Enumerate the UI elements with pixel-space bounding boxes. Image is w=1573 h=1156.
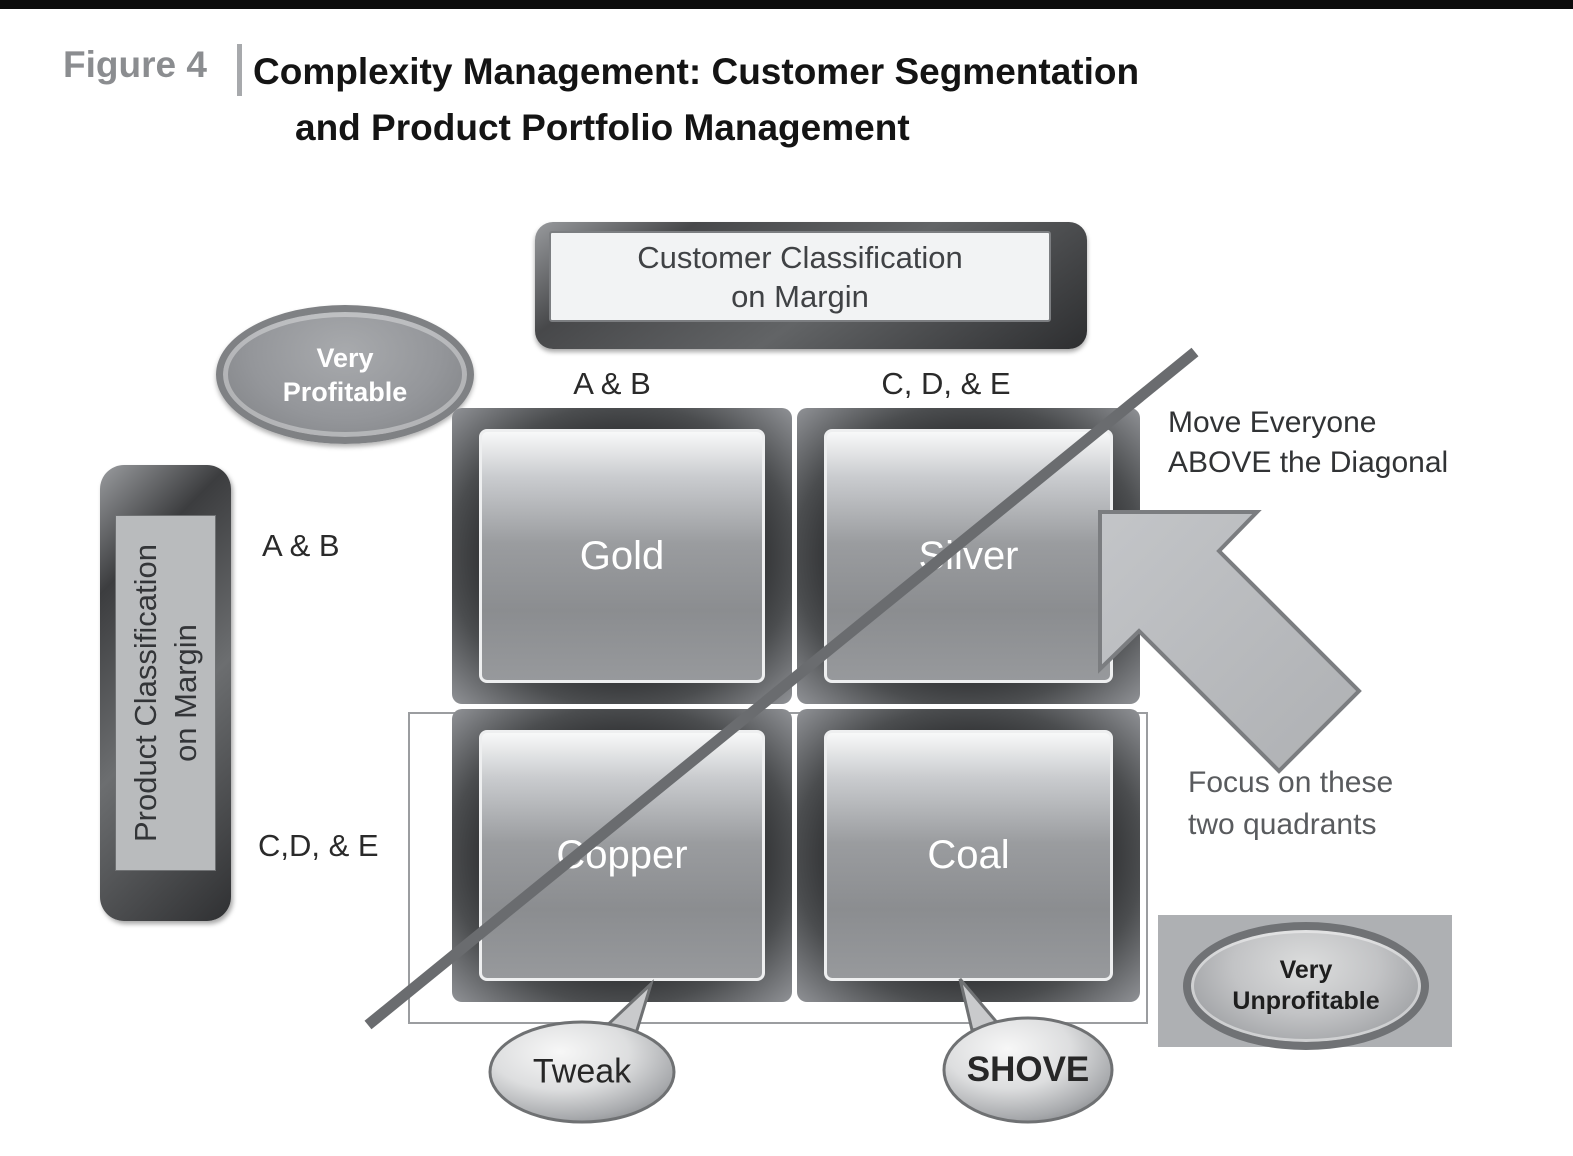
very-profitable-line1: Very	[316, 342, 374, 373]
column-label-ab: A & B	[573, 366, 651, 401]
very-unprofitable-plate: Very Unprofitable	[1158, 915, 1452, 1050]
quadrant-gold-panel: Gold	[479, 429, 765, 683]
move-everyone-line2: ABOVE the Diagonal	[1168, 446, 1449, 479]
customer-classification-line1: Customer Classification	[637, 239, 963, 275]
customer-classification-header: Customer Classification on Margin	[535, 222, 1087, 349]
figure-number-label: Figure 4	[63, 44, 207, 85]
product-classification-line1: Product Classification	[127, 543, 163, 843]
product-classification-line2: on Margin	[167, 624, 203, 762]
row-label-cde: C,D, & E	[258, 828, 379, 863]
very-unprofitable-line2: Unprofitable	[1232, 987, 1380, 1015]
very-unprofitable-badge: Very Unprofitable	[1183, 922, 1429, 1050]
very-profitable-badge: Very Profitable	[216, 305, 474, 444]
focus-line1: Focus on these	[1188, 766, 1394, 799]
quadrant-silver: Silver	[797, 408, 1140, 704]
very-unprofitable-line1: Very	[1279, 956, 1333, 984]
figure-title: Complexity Management: Customer Segmenta…	[253, 44, 1139, 156]
page-top-rule	[0, 0, 1573, 9]
quadrant-copper-panel: Copper	[479, 730, 765, 981]
quadrant-coal: Coal	[797, 709, 1140, 1002]
focus-line2: two quadrants	[1188, 808, 1377, 841]
customer-classification-panel: Customer Classification on Margin	[549, 231, 1051, 322]
figure-title-line2: and Product Portfolio Management	[295, 107, 910, 148]
tweak-label: Tweak	[532, 1052, 632, 1091]
row-label-ab: A & B	[262, 528, 340, 563]
product-classification-text: Product Classification on Margin	[126, 544, 206, 842]
quadrant-gold: Gold	[452, 408, 792, 704]
shove-label: SHOVE	[966, 1050, 1090, 1089]
customer-classification-line2: on Margin	[731, 278, 869, 314]
very-profitable-line2: Profitable	[282, 376, 408, 407]
move-everyone-line1: Move Everyone	[1168, 406, 1377, 439]
quadrant-copper: Copper	[452, 709, 792, 1002]
quadrant-silver-panel: Silver	[824, 429, 1113, 683]
column-label-cde: C, D, & E	[881, 366, 1011, 401]
move-everyone-annotation: Move Everyone ABOVE the Diagonal	[1168, 403, 1448, 483]
product-classification-panel	[115, 515, 216, 871]
quadrant-coal-panel: Coal	[824, 730, 1113, 981]
focus-annotation: Focus on these two quadrants	[1188, 762, 1393, 846]
product-classification-header: Product Classification on Margin	[100, 465, 231, 921]
title-divider	[237, 44, 242, 96]
figure-title-line1: Complexity Management: Customer Segmenta…	[253, 51, 1140, 92]
